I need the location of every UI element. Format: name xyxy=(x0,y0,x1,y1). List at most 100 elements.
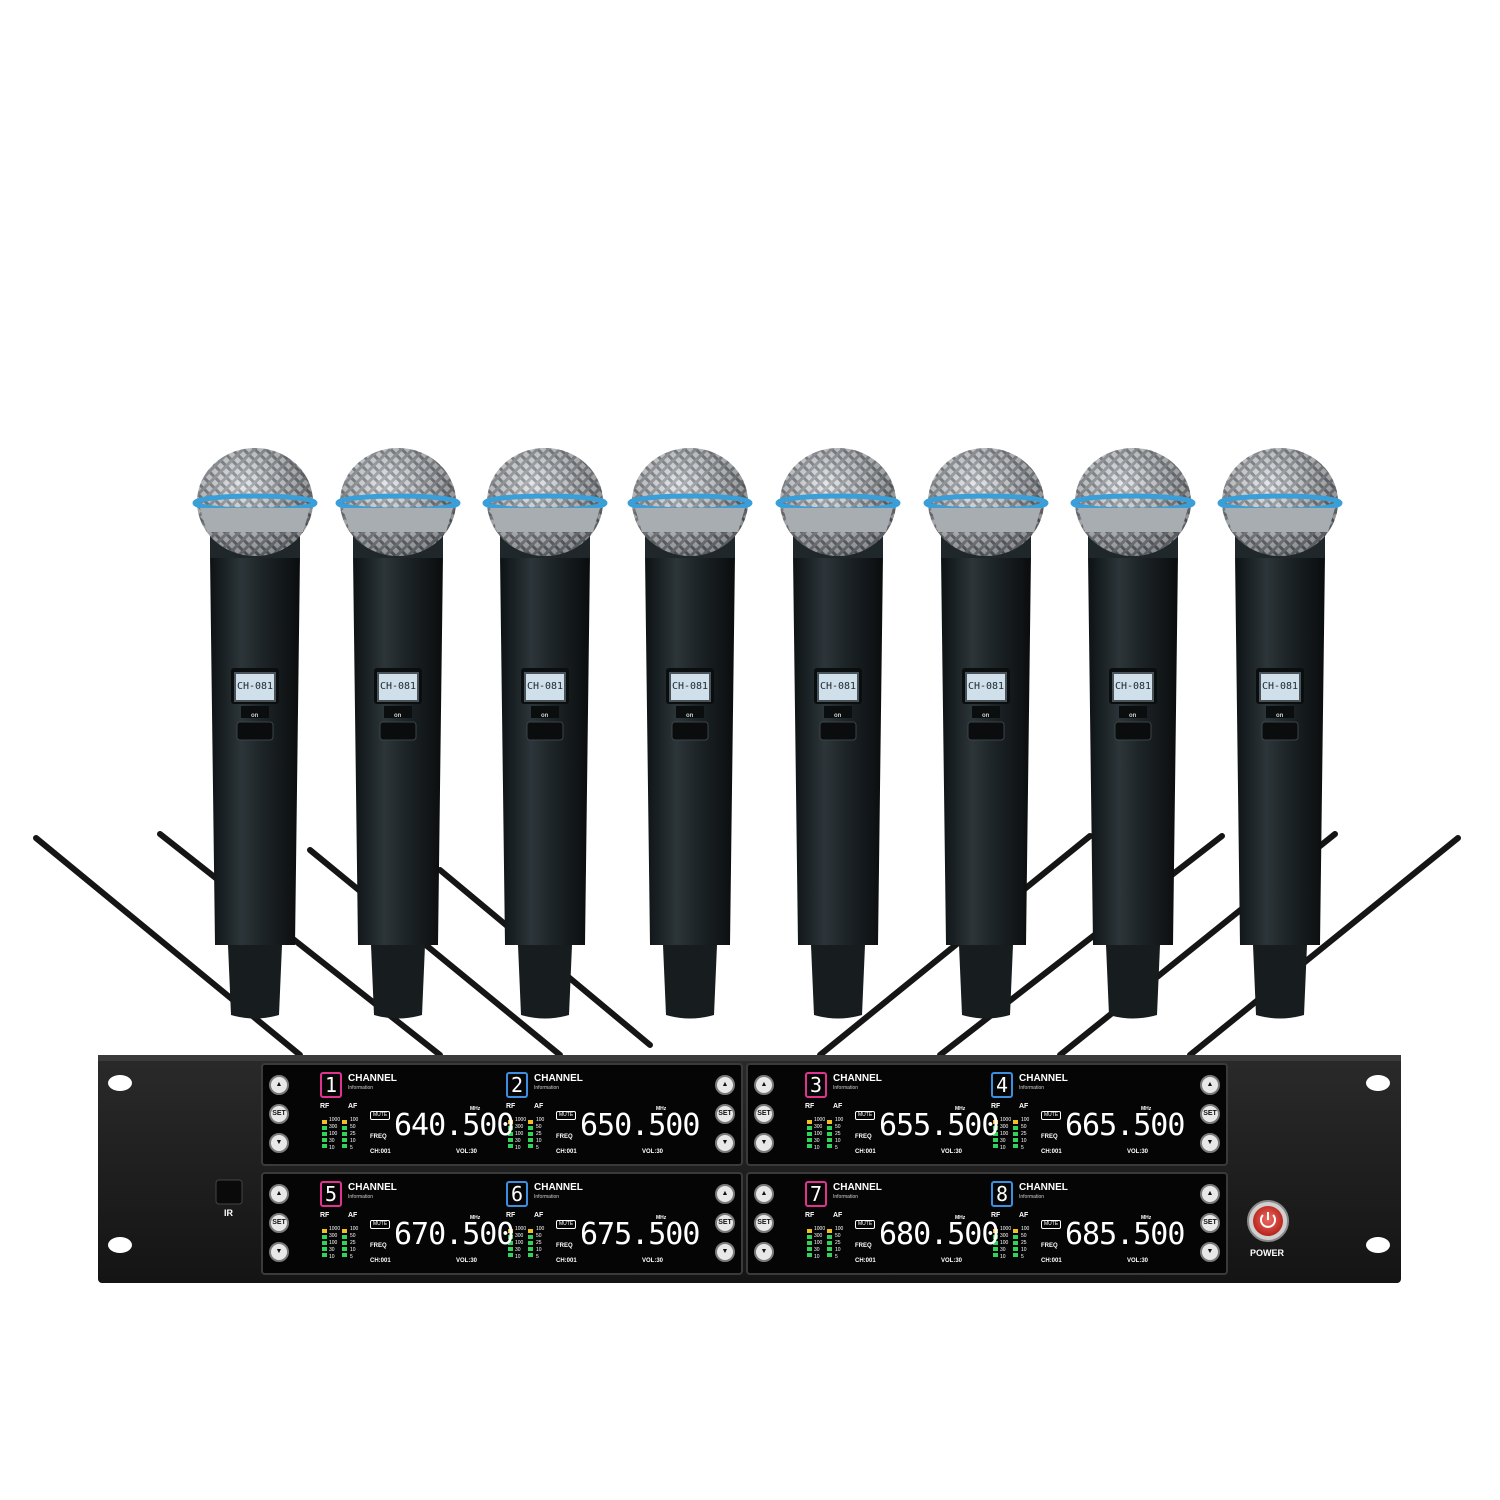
freq-label: FREQ xyxy=(855,1243,872,1249)
mute-indicator: MUTE xyxy=(855,1220,876,1229)
channel-code: CH:001 xyxy=(556,1149,577,1155)
af-label: AF xyxy=(534,1103,544,1110)
meter-segment xyxy=(342,1253,347,1257)
down-arrow-button[interactable]: ▼ xyxy=(1200,1133,1220,1153)
set-button[interactable]: SET xyxy=(1200,1104,1220,1124)
meter-segment xyxy=(508,1120,513,1124)
freq-label: FREQ xyxy=(1041,1134,1058,1140)
microphone xyxy=(335,448,461,1019)
meter-segment xyxy=(993,1144,998,1148)
set-button[interactable]: SET xyxy=(715,1213,735,1233)
down-arrow-button[interactable]: ▼ xyxy=(715,1242,735,1262)
set-button[interactable]: SET xyxy=(269,1213,289,1233)
meter-segment xyxy=(827,1144,832,1148)
af-label: AF xyxy=(348,1212,358,1219)
volume-readout: VOL:30 xyxy=(456,1258,478,1264)
af-label: AF xyxy=(534,1212,544,1219)
af-label: AF xyxy=(1019,1103,1029,1110)
meter-segment xyxy=(993,1138,998,1142)
frequency-readout: 650.500 xyxy=(580,1108,700,1143)
channel-number: 7 xyxy=(805,1181,827,1207)
freq-label: FREQ xyxy=(1041,1243,1058,1249)
af-label: AF xyxy=(833,1212,843,1219)
af-scale: 100 50 25 10 5 xyxy=(835,1226,844,1260)
meter-segment xyxy=(1013,1241,1018,1245)
mute-indicator: MUTE xyxy=(556,1220,577,1229)
freq-label: FREQ xyxy=(370,1243,387,1249)
power-button[interactable] xyxy=(1248,1201,1288,1241)
rf-label: RF xyxy=(991,1212,1001,1219)
channel-code: CH:001 xyxy=(1041,1258,1062,1264)
meter-segment xyxy=(508,1235,513,1239)
meter-segment xyxy=(322,1120,327,1124)
up-arrow-button[interactable]: ▲ xyxy=(715,1075,735,1095)
rf-scale: 1000 300 100 30 10 xyxy=(1000,1117,1012,1151)
rf-label: RF xyxy=(805,1103,815,1110)
microphone xyxy=(775,448,901,1019)
level-meters xyxy=(322,1120,1018,1257)
meter-segment xyxy=(807,1144,812,1148)
freq-label: FREQ xyxy=(855,1134,872,1140)
channel-subtitle: Information xyxy=(833,1085,859,1091)
down-arrow-button[interactable]: ▼ xyxy=(754,1133,774,1153)
set-button[interactable]: SET xyxy=(269,1104,289,1124)
up-arrow-button[interactable]: ▲ xyxy=(754,1075,774,1095)
mic-switch-label: on xyxy=(686,713,694,719)
power-label: POWER xyxy=(1250,1248,1285,1258)
meter-segment xyxy=(342,1144,347,1148)
channel-subtitle: Information xyxy=(348,1194,374,1200)
meter-segment xyxy=(508,1126,513,1130)
meter-segment xyxy=(827,1235,832,1239)
channel-code: CH:001 xyxy=(370,1258,391,1264)
up-arrow-button[interactable]: ▲ xyxy=(1200,1075,1220,1095)
channel-number: 6 xyxy=(506,1181,528,1207)
up-arrow-button[interactable]: ▲ xyxy=(1200,1184,1220,1204)
meter-segment xyxy=(827,1241,832,1245)
ir-label: IR xyxy=(224,1208,233,1218)
channel-title: CHANNEL xyxy=(833,1073,882,1084)
up-arrow-button[interactable]: ▲ xyxy=(269,1184,289,1204)
rf-scale: 1000 300 100 30 10 xyxy=(814,1226,826,1260)
set-button[interactable]: SET xyxy=(1200,1213,1220,1233)
volume-readout: VOL:30 xyxy=(642,1258,664,1264)
channel-number: 2 xyxy=(506,1072,528,1098)
meter-segment xyxy=(827,1120,832,1124)
down-arrow-button[interactable]: ▼ xyxy=(754,1242,774,1262)
channel-title: CHANNEL xyxy=(348,1182,397,1193)
channel-subtitle: Information xyxy=(534,1085,560,1091)
meter-segment xyxy=(508,1229,513,1233)
mic-display: CH-081 xyxy=(669,672,711,702)
meter-segment xyxy=(528,1235,533,1239)
set-button[interactable]: SET xyxy=(715,1104,735,1124)
meter-segment xyxy=(1013,1144,1018,1148)
set-button[interactable]: SET xyxy=(754,1104,774,1124)
frequency-readout: 685.500 xyxy=(1065,1217,1185,1252)
channel-title: CHANNEL xyxy=(1019,1182,1068,1193)
down-arrow-button[interactable]: ▼ xyxy=(269,1242,289,1262)
meter-segment xyxy=(322,1132,327,1136)
rf-scale: 1000 300 100 30 10 xyxy=(329,1117,341,1151)
rf-label: RF xyxy=(320,1103,330,1110)
set-button[interactable]: SET xyxy=(754,1213,774,1233)
down-arrow-button[interactable]: ▼ xyxy=(269,1133,289,1153)
meter-segment xyxy=(342,1235,347,1239)
meter-segment xyxy=(508,1138,513,1142)
rf-scale: 1000 300 100 30 10 xyxy=(814,1117,826,1151)
down-arrow-button[interactable]: ▼ xyxy=(1200,1242,1220,1262)
up-arrow-button[interactable]: ▲ xyxy=(715,1184,735,1204)
meter-segment xyxy=(322,1253,327,1257)
mhz-label: MHz xyxy=(1141,1215,1152,1221)
channel-number: 1 xyxy=(320,1072,342,1098)
up-arrow-button[interactable]: ▲ xyxy=(754,1184,774,1204)
mhz-label: MHz xyxy=(1141,1106,1152,1112)
meter-segment xyxy=(342,1229,347,1233)
up-arrow-button[interactable]: ▲ xyxy=(269,1075,289,1095)
af-scale: 100 50 25 10 5 xyxy=(536,1226,545,1260)
af-scale: 100 50 25 10 5 xyxy=(350,1226,359,1260)
channel-subtitle: Information xyxy=(348,1085,374,1091)
meter-segment xyxy=(508,1144,513,1148)
rf-label: RF xyxy=(506,1212,516,1219)
meter-segment xyxy=(1013,1132,1018,1136)
down-arrow-button[interactable]: ▼ xyxy=(715,1133,735,1153)
